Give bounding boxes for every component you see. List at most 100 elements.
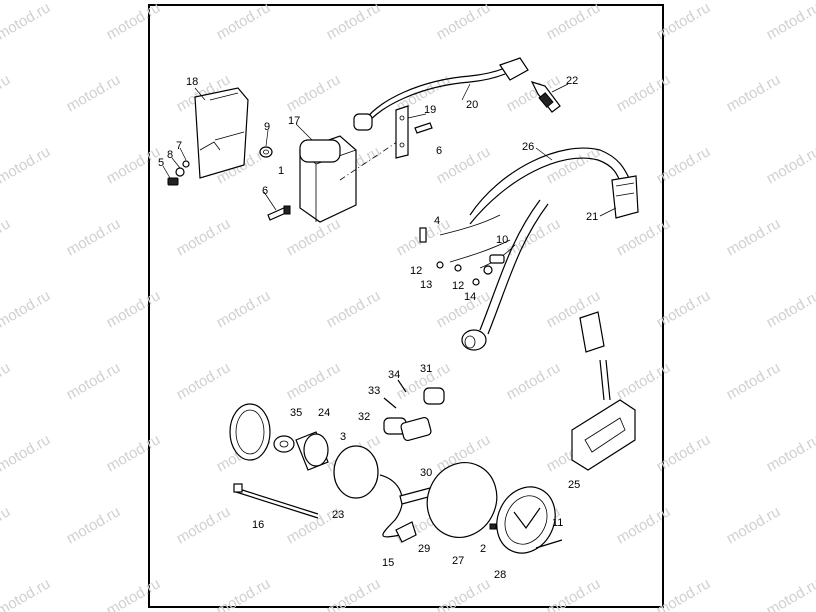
callout-29: 29 [418, 543, 430, 555]
watermark-text: motod.ru [0, 503, 13, 547]
watermark-text: motod.ru [324, 575, 384, 612]
watermark-text: motod.ru [64, 503, 124, 547]
seal [273, 435, 295, 453]
screw [414, 122, 433, 134]
callout-2: 2 [480, 543, 486, 555]
watermark-text: motod.ru [0, 0, 53, 43]
callout-35: 35 [290, 407, 302, 419]
callout-34: 34 [388, 369, 400, 381]
callout-25: 25 [568, 479, 580, 491]
spark-plug-wire [353, 57, 529, 131]
callout-20: 20 [466, 99, 478, 111]
screw [267, 205, 291, 221]
callout-28: 28 [494, 569, 506, 581]
callout-3: 3 [340, 431, 346, 443]
watermark-text: motod.ru [654, 0, 714, 43]
timer-cover [496, 486, 556, 554]
sensor-connector [400, 416, 432, 442]
connector-housing [423, 387, 445, 405]
terminal-clip [489, 254, 505, 264]
callout-labels: 18 5 8 7 9 17 1 6 19 6 20 22 26 21 4 10 … [158, 75, 598, 581]
watermark-text: motod.ru [764, 143, 816, 187]
callout-32: 32 [358, 411, 370, 423]
watermark-text: motod.ru [764, 431, 816, 475]
wiring-harness [439, 147, 631, 351]
watermark-text: motod.ru [284, 215, 344, 259]
callout-16: 16 [252, 519, 264, 531]
watermark-text: motod.ru [0, 71, 13, 115]
callout-18: 18 [186, 76, 198, 88]
watermark-text: motod.ru [174, 503, 234, 547]
coil-cover [194, 87, 249, 179]
watermark-text: motod.ru [64, 215, 124, 259]
callout-11: 11 [552, 517, 563, 529]
callout-4: 4 [434, 215, 440, 227]
ignition-module [571, 311, 636, 471]
callout-10: 10 [496, 234, 508, 246]
watermark-text: motod.ru [614, 215, 674, 259]
watermark-text: motod.ru [64, 359, 124, 403]
watermark-text: motod.ru [284, 359, 344, 403]
watermark-text: motod.ru [614, 359, 674, 403]
terminal-screw [419, 227, 427, 243]
screw-washer-set [167, 160, 190, 186]
harness-connector [611, 175, 639, 219]
watermark-text: motod.ru [504, 215, 564, 259]
callout-14: 14 [464, 291, 476, 303]
bracket [395, 105, 409, 159]
spark-plug [530, 81, 561, 113]
terminal-pin [397, 379, 407, 393]
callout-33: 33 [368, 385, 380, 397]
watermark-text: motod.ru [174, 359, 234, 403]
callout-21: 21 [586, 211, 598, 223]
sensor-plate [333, 445, 403, 538]
watermark-text: motod.ru [64, 71, 124, 115]
watermark-text: motod.ru [214, 575, 274, 612]
callout-22: 22 [566, 75, 578, 87]
callout-27: 27 [452, 555, 464, 567]
watermark-text: motod.ru [324, 0, 384, 43]
rivet [535, 539, 563, 549]
watermark-text: motod.ru [544, 575, 604, 612]
callout-26: 26 [522, 141, 534, 153]
callout-31: 31 [420, 363, 432, 375]
callout-15: 15 [382, 557, 394, 569]
watermark-text: motod.ru [0, 287, 53, 331]
rotor [295, 431, 329, 471]
watermark-text: motod.ru [104, 575, 164, 612]
watermark-text: motod.ru [614, 71, 674, 115]
callout-1: 1 [278, 165, 284, 177]
watermark-text: motod.ru [764, 575, 816, 612]
callout-24: 24 [318, 407, 330, 419]
watermark-text: motod.ru [0, 215, 13, 259]
ring-terminal [436, 261, 444, 269]
callout-8: 8 [167, 149, 173, 161]
watermark-text: motod.ru [724, 71, 784, 115]
watermark-text: motod.ru [104, 431, 164, 475]
callout-19: 19 [424, 104, 436, 116]
callout-7: 7 [176, 140, 182, 152]
callout-13: 13 [420, 279, 432, 291]
watermark-text: motod.ru [104, 143, 164, 187]
callout-9: 9 [264, 121, 270, 133]
watermark-text: motod.ru [504, 359, 564, 403]
watermark-text: motod.ru [654, 287, 714, 331]
watermark-text: motod.ru [654, 143, 714, 187]
watermark-text: motod.ru [724, 359, 784, 403]
ring-terminal [454, 264, 462, 272]
watermark-text: motod.ru [544, 143, 604, 187]
watermark-text: motod.ru [104, 287, 164, 331]
watermark-text: motod.ru [324, 287, 384, 331]
watermark-text: motod.ru [724, 215, 784, 259]
watermark-text: motod.ru [614, 503, 674, 547]
watermark-text: motod.ru [764, 0, 816, 43]
terminal-pin [383, 397, 397, 409]
watermark-text: motod.ru [434, 0, 494, 43]
watermark-text: motod.ru [0, 575, 53, 612]
watermark-text: motod.ru [214, 0, 274, 43]
watermark-text: motod.ru [0, 143, 53, 187]
watermark-text: motod.ru [284, 71, 344, 115]
watermark-text: motod.ru [174, 215, 234, 259]
